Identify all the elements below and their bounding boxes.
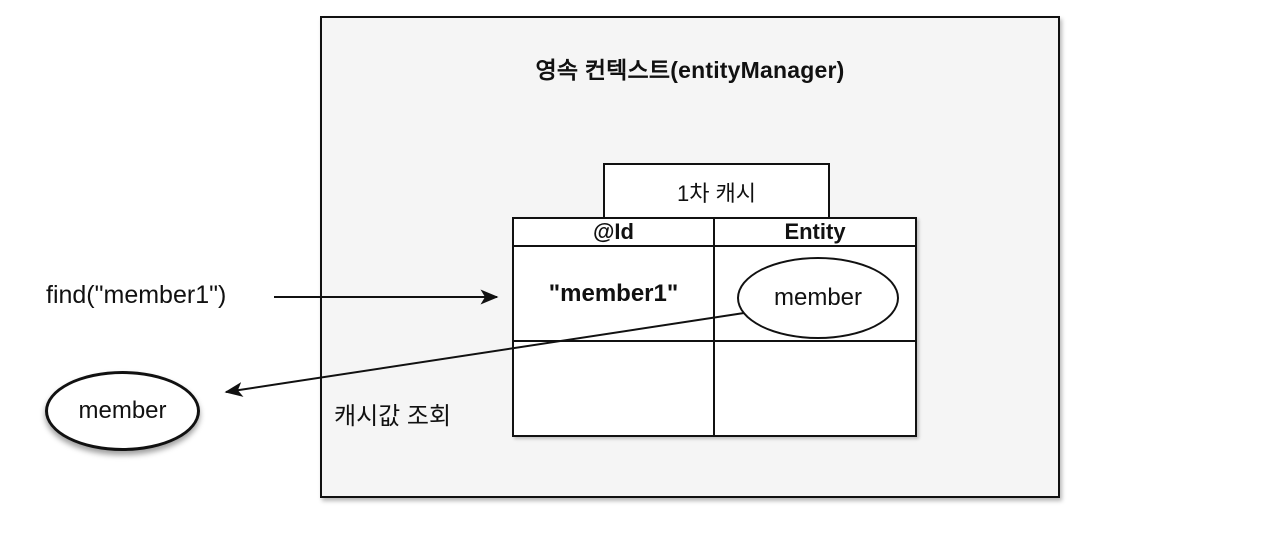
table-header-entity: Entity [715, 219, 915, 247]
first-level-cache-label: 1차 캐시 [676, 181, 757, 206]
table-cell-id-member1: "member1" [514, 247, 715, 342]
table-cell-entity-member [715, 247, 915, 342]
cache-lookup-label: 캐시값 조회 [334, 403, 452, 430]
table-cell-entity-empty [715, 342, 915, 435]
result-member-ellipse: member [45, 371, 200, 451]
find-call-label: find("member1") [46, 281, 227, 309]
entity-member-ellipse: member [737, 257, 899, 339]
table-header-id: @Id [514, 219, 715, 247]
first-level-cache-box: 1차 캐시 [603, 163, 830, 219]
persistence-context-title: 영속 컨텍스트(entityManager) [535, 57, 845, 83]
table-cell-id-empty [514, 342, 715, 435]
entity-member-label: member [773, 284, 863, 311]
result-member-label: member [78, 397, 167, 424]
